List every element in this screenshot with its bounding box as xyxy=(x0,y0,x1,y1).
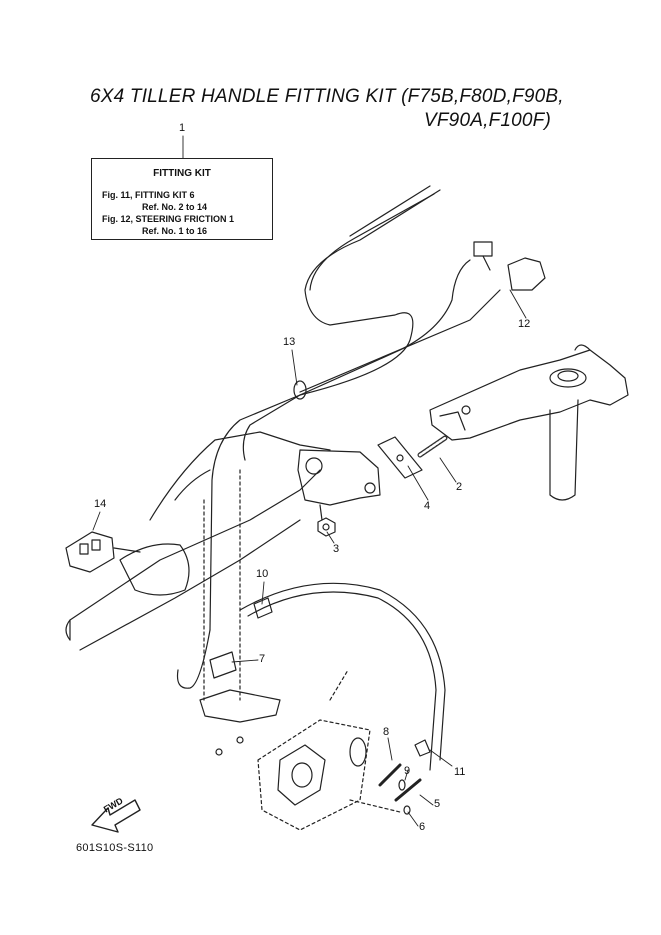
part-2-stud xyxy=(417,435,448,458)
callout-5: 5 xyxy=(434,798,441,810)
part-13-clamp xyxy=(293,380,307,400)
callout-leaders xyxy=(92,135,527,827)
callout-8: 8 xyxy=(383,726,390,738)
fitting-kit-line-2: Ref. No. 2 to 14 xyxy=(142,202,208,212)
cable-end-parts xyxy=(349,739,431,815)
callout-6: 6 xyxy=(419,821,426,833)
tiller-handle-body xyxy=(65,431,381,651)
steering-bracket xyxy=(429,344,629,501)
fitting-kit-heading: FITTING KIT xyxy=(153,168,211,179)
fitting-kit-line-3: Fig. 12, STEERING FRICTION 1 xyxy=(102,214,235,224)
fitting-kit-box: FITTING KIT Fig. 11, FITTING KIT 6 Ref. … xyxy=(91,158,273,240)
diagram-title-line-2: VF90A,F100F) xyxy=(424,110,552,131)
part-7-bracket xyxy=(199,469,281,756)
wire-harness xyxy=(209,185,501,631)
part-10-clip xyxy=(253,597,273,619)
callout-13: 13 xyxy=(283,336,296,348)
callout-9: 9 xyxy=(404,765,411,777)
fitting-kit-line-4: Ref. No. 1 to 16 xyxy=(142,226,208,236)
callout-10: 10 xyxy=(256,568,269,580)
callout-2: 2 xyxy=(456,481,463,493)
part-12-connector xyxy=(473,241,546,291)
diagram-code: 601S10S-S110 xyxy=(76,842,154,854)
part-3-nut xyxy=(317,517,336,537)
part-14-switch xyxy=(65,531,141,573)
callout-14: 14 xyxy=(94,498,107,510)
fwd-arrow-icon xyxy=(91,799,141,833)
callout-12: 12 xyxy=(518,318,531,330)
callout-11: 11 xyxy=(454,766,466,778)
fitting-kit-line-1: Fig. 11, FITTING KIT 6 xyxy=(102,190,195,200)
callout-1: 1 xyxy=(179,122,186,134)
part-4-plate xyxy=(377,436,423,479)
callout-7: 7 xyxy=(259,653,266,665)
diagram-title-line-1: 6X4 TILLER HANDLE FITTING KIT (F75B,F80D… xyxy=(90,86,564,107)
control-box xyxy=(257,669,371,831)
callout-4: 4 xyxy=(424,500,431,512)
callout-3: 3 xyxy=(333,543,340,555)
